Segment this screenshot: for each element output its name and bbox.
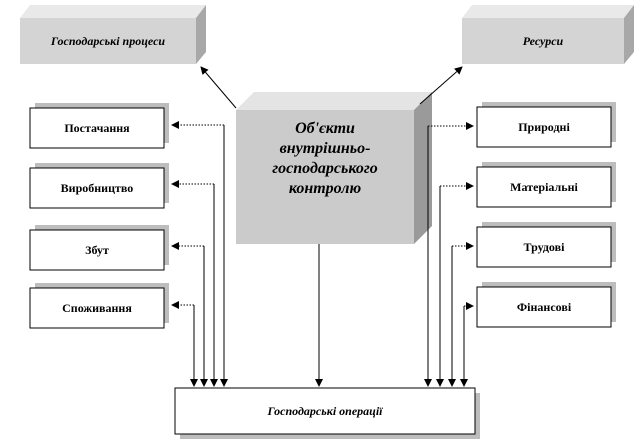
header-right-label: Ресурси bbox=[522, 33, 564, 48]
header-left-block bbox=[20, 5, 206, 64]
center-line-3: господарського bbox=[272, 160, 378, 177]
left-item-sales: Збут bbox=[85, 242, 109, 257]
center-line-1: Об'єкти bbox=[295, 120, 355, 137]
right-item-financial: Фінансові bbox=[516, 299, 572, 314]
right-item-natural: Природні bbox=[518, 119, 570, 134]
left-item-production: Виробництво bbox=[60, 180, 134, 195]
bottom-label: Господарські операції bbox=[267, 403, 383, 418]
header-left-label: Господарські процеси bbox=[50, 33, 166, 48]
left-item-consumption: Споживання bbox=[62, 300, 132, 315]
right-item-labor: Трудові bbox=[523, 239, 565, 254]
center-title: Об'єкти внутрішньо- господарського контр… bbox=[236, 110, 414, 204]
left-item-supply: Постачання bbox=[64, 120, 130, 135]
bottom-block bbox=[174, 387, 480, 439]
right-boxes bbox=[476, 102, 616, 328]
left-boxes bbox=[29, 103, 169, 329]
center-line-4: контролю bbox=[288, 180, 362, 197]
header-right-block bbox=[462, 5, 634, 64]
center-line-2: внутрішньо- bbox=[279, 140, 371, 157]
center-block bbox=[236, 92, 432, 244]
connector-arrows bbox=[171, 66, 474, 387]
right-item-material: Матеріальні bbox=[510, 179, 578, 194]
